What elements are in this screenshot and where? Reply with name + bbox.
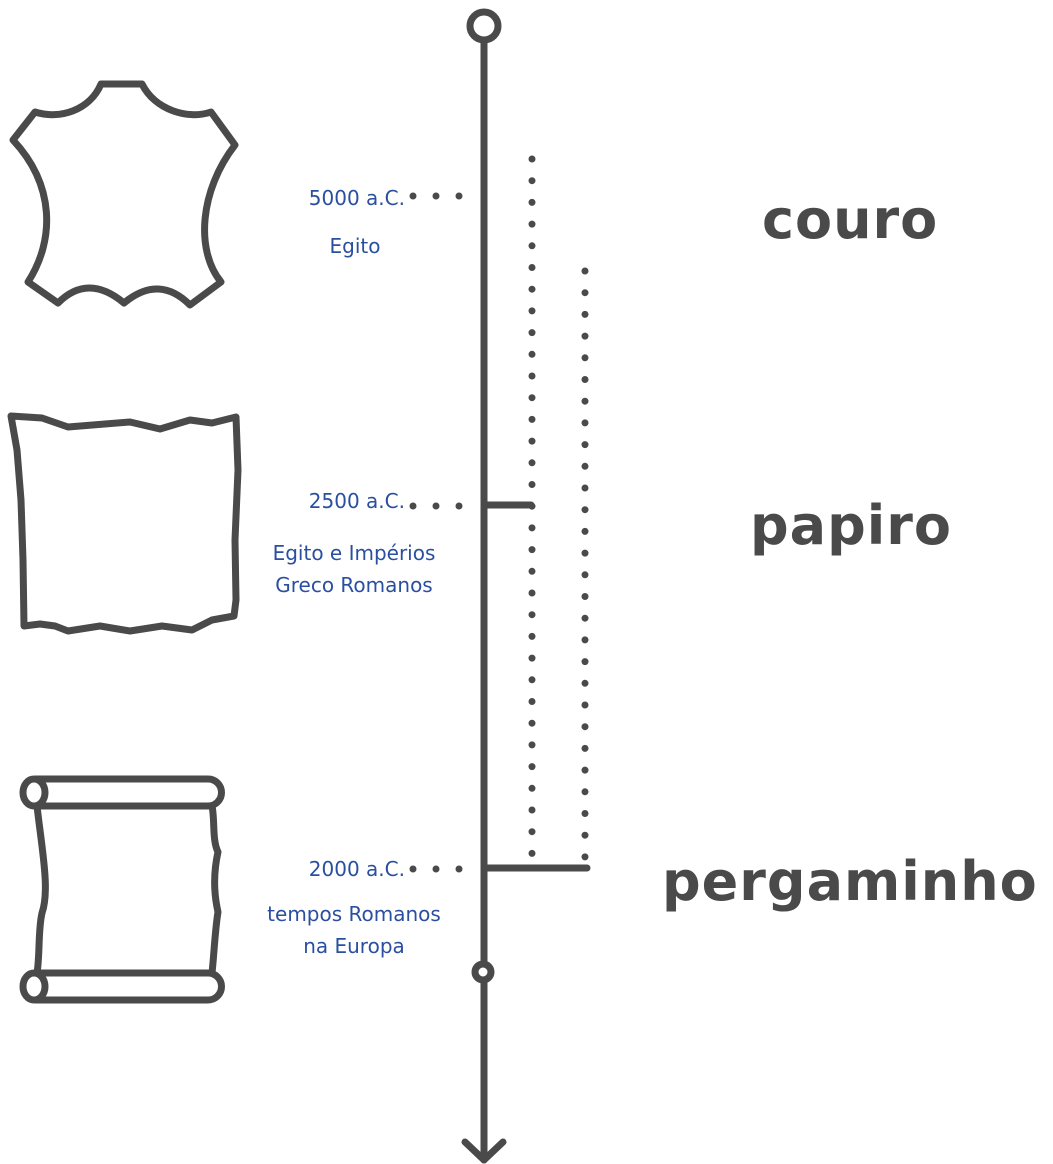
timeline-end-marker <box>471 960 495 984</box>
timeline-axis <box>461 8 507 1164</box>
timeline-arrow-head <box>461 1138 507 1164</box>
event-date: 5000 a.C. <box>308 186 405 210</box>
timeline-start-circle <box>466 8 502 44</box>
leader-dot <box>432 192 440 200</box>
event-place: Egito e Impérios Greco Romanos <box>244 537 464 601</box>
leather-hide-icon <box>9 80 239 309</box>
material-name: couro <box>762 188 939 251</box>
event-date: 2000 a.C. <box>308 857 405 881</box>
leader-dot <box>409 865 417 873</box>
leader-dot <box>455 865 463 873</box>
papyrus-sheet-icon <box>7 412 242 635</box>
material-name: pergaminho <box>662 850 1038 913</box>
event-place-line: Egito <box>329 234 381 258</box>
duration-dotted-lines <box>528 155 589 863</box>
event-place-line: Greco Romanos <box>275 573 433 597</box>
leader-dot <box>409 502 417 510</box>
date-leader-dots <box>409 192 463 873</box>
parchment-scroll-icon <box>19 775 225 1004</box>
event-place: Egito <box>300 230 410 262</box>
event-place: tempos Romanos na Europa <box>234 898 474 962</box>
leader-dot <box>432 865 440 873</box>
duration-connectors <box>480 501 591 872</box>
material-name: papiro <box>750 494 952 557</box>
event-place-line: na Europa <box>303 934 405 958</box>
event-date: 2500 a.C. <box>308 489 405 513</box>
event-place-line: tempos Romanos <box>267 902 441 926</box>
leader-dot <box>409 192 417 200</box>
event-place-line: Egito e Impérios <box>272 541 436 565</box>
leader-dot <box>432 502 440 510</box>
leader-dot <box>455 192 463 200</box>
leader-dot <box>455 502 463 510</box>
